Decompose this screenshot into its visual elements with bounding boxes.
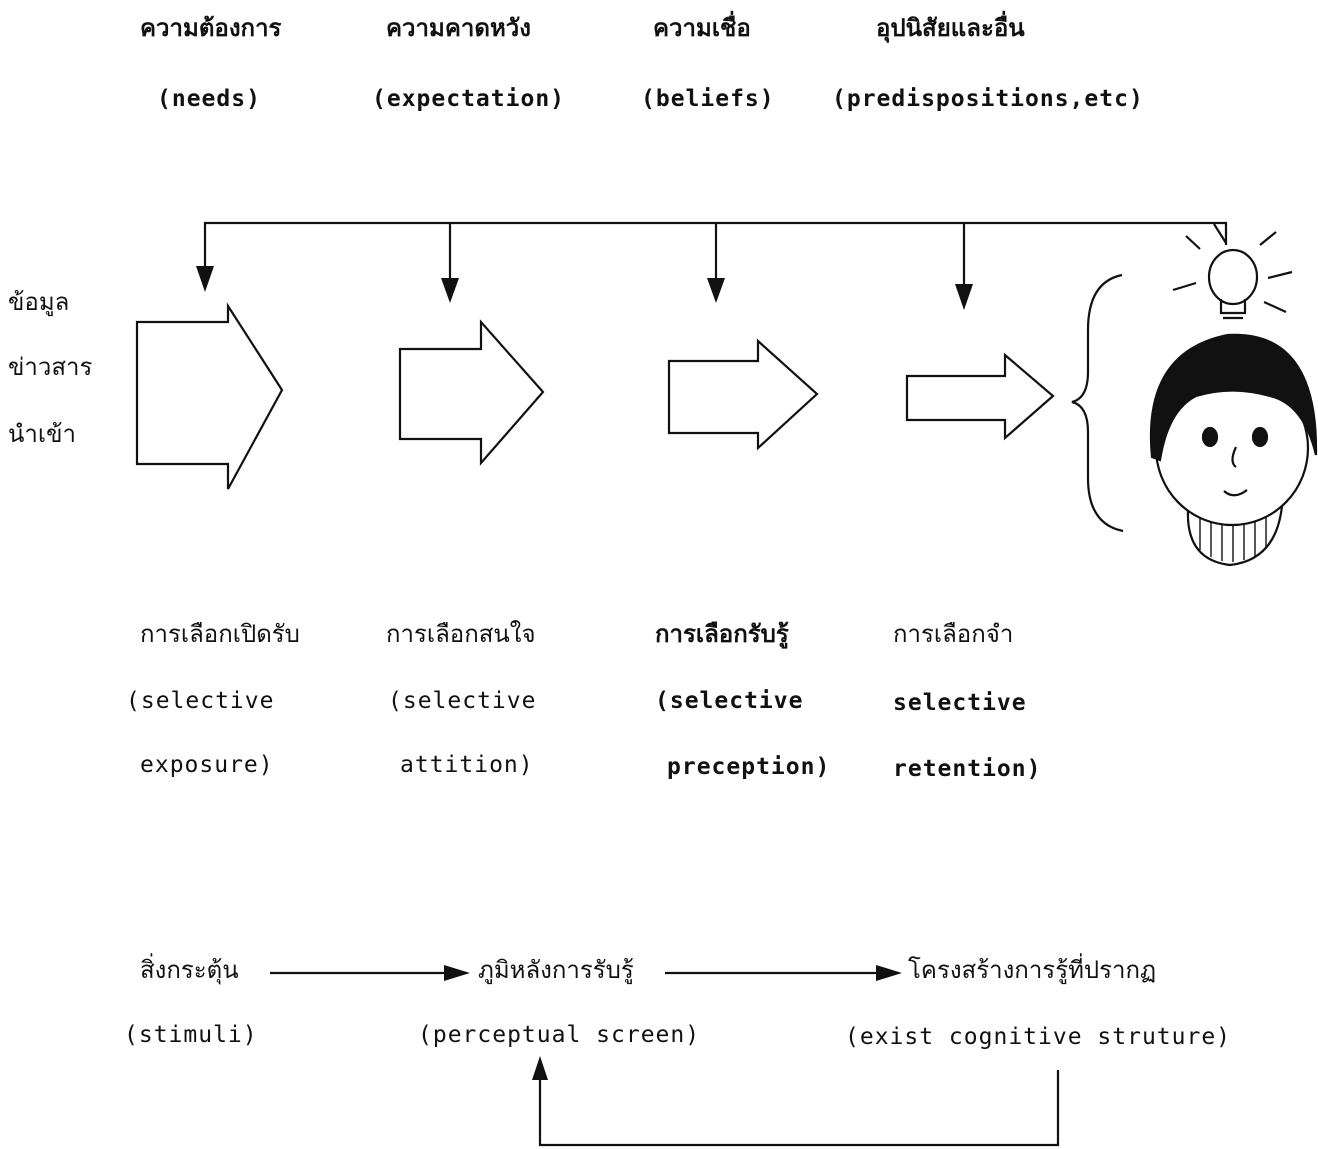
stage-exposure-thai: การเลือกเปิดรับ (140, 620, 300, 648)
flow-perceptual-screen-english: (perceptual screen) (418, 1022, 701, 1048)
filter-arrow-retention (905, 352, 1055, 441)
factor-predispositions-english: (predispositions,etc) (832, 86, 1144, 112)
feedback-arrowhead (532, 1056, 548, 1080)
factor-predispositions-thai: อุปนิสัยและอื่น (876, 14, 1025, 42)
factor-beliefs-thai: ความเชื่อ (653, 14, 751, 42)
filter-arrow-attention (398, 319, 545, 466)
stage-exposure-english-2: exposure) (140, 752, 274, 778)
flow-stimuli-english: (stimuli) (124, 1022, 258, 1048)
stage-perception-english-1: (selective (655, 688, 804, 714)
factor-beliefs-english: (beliefs) (641, 86, 775, 112)
stage-retention-thai: การเลือกจำ (893, 620, 1014, 648)
feedback-loop-line (538, 1070, 1060, 1147)
factor-needs-thai: ความต้องการ (140, 14, 282, 42)
arrowhead-attention (441, 278, 459, 303)
flow-arrows (270, 971, 1060, 1147)
input-label-line-1: ข้อมูล (8, 288, 70, 316)
filter-arrow-exposure (135, 302, 284, 490)
flow-cognitive-structure-thai: โครงสร้างการรู้ที่ปรากฏ (908, 956, 1157, 984)
stage-attention-thai: การเลือกสนใจ (386, 620, 536, 648)
flow-cognitive-structure-english: (exist cognitive struture) (845, 1024, 1232, 1050)
factor-needs-english: (needs) (157, 86, 261, 112)
input-label-line-2: ข่าวสาร (8, 353, 93, 381)
flow-stimuli-thai: สิ่งกระตุ้น (140, 956, 239, 984)
factor-down-arrowheads (196, 266, 973, 310)
curly-brace (1071, 273, 1124, 533)
arrowhead-exposure (196, 266, 214, 292)
stage-retention-english-2: retention) (893, 756, 1042, 782)
flow-arrowheads (444, 965, 902, 1080)
lightbulb-icon (1172, 223, 1293, 320)
stage-retention-english-1: selective (893, 690, 1027, 716)
arrowhead-perception (707, 278, 725, 303)
stage-attention-english-2: attition) (400, 752, 534, 778)
factor-distribution-lines (203, 221, 1228, 295)
stage-perception-english-2: preception) (667, 754, 831, 780)
factor-expectation-english: (expectation) (372, 86, 566, 112)
input-label-line-3: นำเข้า (8, 420, 76, 448)
person-head-icon (1149, 333, 1318, 567)
stage-attention-english-1: (selective (388, 688, 537, 714)
stage-exposure-english-1: (selective (126, 688, 275, 714)
factor-expectation-thai: ความคาดหวัง (386, 14, 531, 42)
arrowhead-retention (955, 284, 973, 310)
filter-arrow-perception (667, 338, 819, 451)
stage-perception-thai: การเลือกรับรู้ (655, 620, 789, 648)
flow-perceptual-screen-thai: ภูมิหลังการรับรู้ (478, 956, 634, 984)
